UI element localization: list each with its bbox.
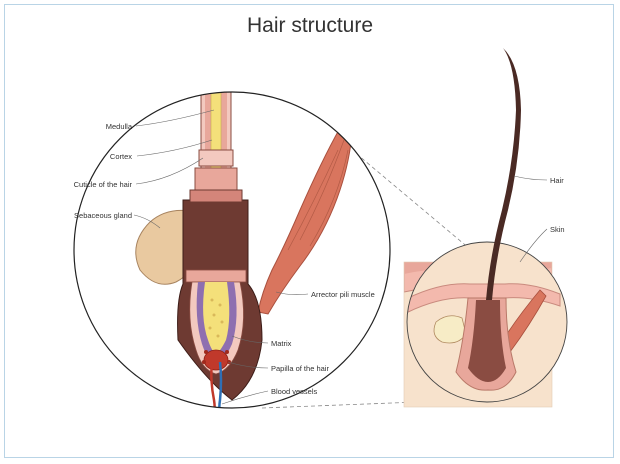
label-arrector-pili-muscle: Arrector pili muscle [311,290,375,299]
label-matrix: Matrix [271,339,292,348]
label-hair: Hair [550,176,564,185]
label-skin: Skin [550,225,565,234]
magnified-follicle [74,90,390,420]
label-medulla: Medulla [106,122,133,131]
label-cortex: Cortex [110,152,132,161]
label-papilla: Papilla of the hair [271,364,329,373]
skin-section [404,242,567,407]
label-sebaceous-gland: Sebaceous gland [74,211,132,220]
label-cuticle: Cuticle of the hair [74,180,133,189]
label-blood-vessels: Blood vessels [271,387,318,396]
